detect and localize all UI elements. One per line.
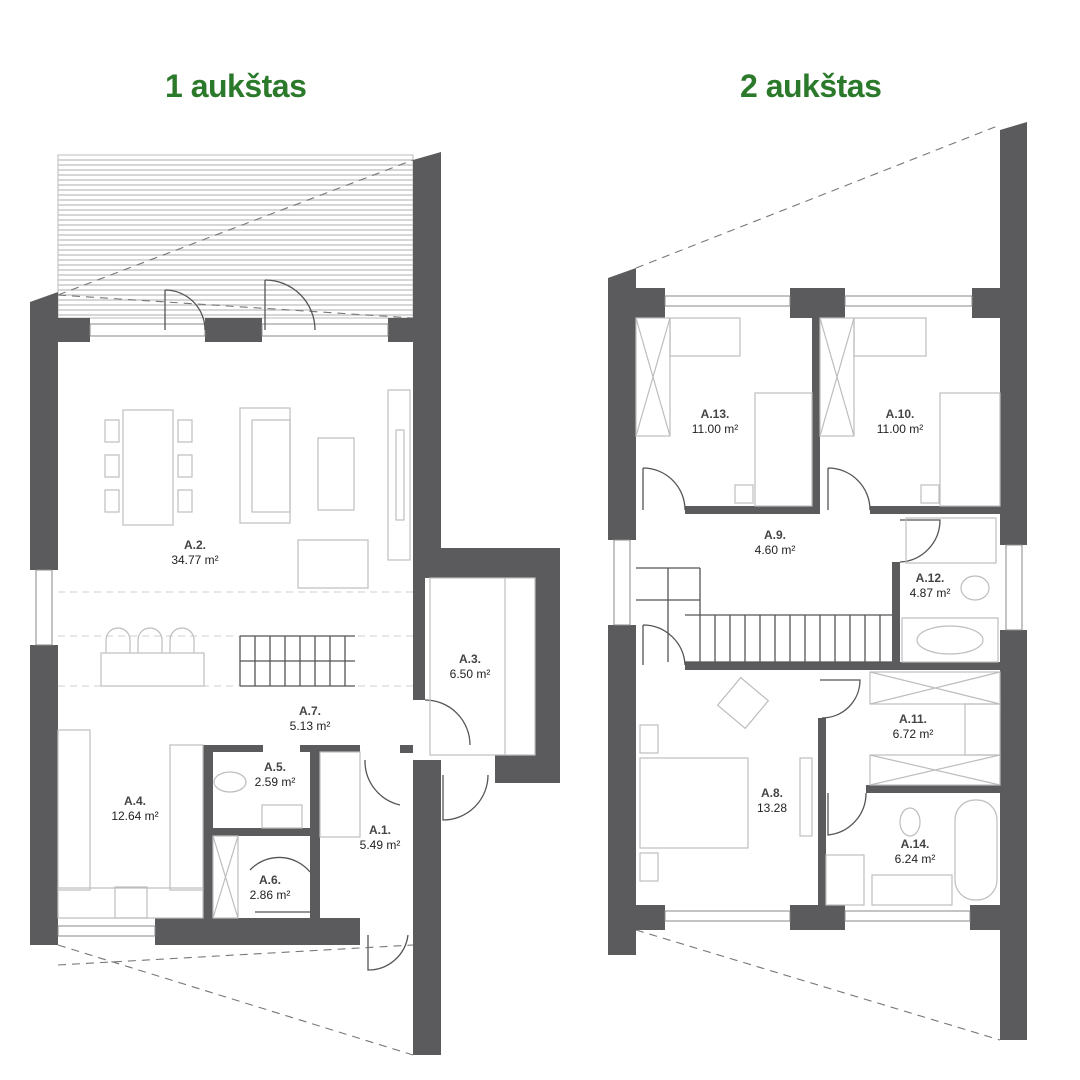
floor-1-plan	[30, 152, 560, 1056]
room-label-A3: A.3.6.50 m²	[450, 652, 491, 681]
wall	[30, 645, 58, 945]
room-label-A9: A.9.4.60 m²	[755, 528, 796, 557]
room-label-A2: A.2.34.77 m²	[171, 538, 218, 567]
floor-2-title: 2 aukštas	[740, 68, 882, 104]
room-label-A4: A.4.12.64 m²	[111, 794, 158, 823]
wall	[30, 292, 58, 570]
room-label-A1: A.1.5.49 m²	[360, 823, 401, 852]
room-label-A6: A.6.2.86 m²	[250, 873, 291, 902]
room-label-A11: A.11.6.72 m²	[893, 712, 934, 741]
wall	[413, 152, 441, 548]
room-labels: A.1.5.49 m² A.2.34.77 m² A.3.6.50 m² A.4…	[111, 407, 950, 902]
floor-2-plan	[608, 122, 1027, 1041]
terrace-deck	[57, 154, 414, 319]
room-label-A5: A.5.2.59 m²	[255, 760, 296, 789]
room-label-A12: A.12.4.87 m²	[910, 571, 951, 600]
furniture	[635, 317, 1001, 906]
room-label-A7: A.7.5.13 m²	[290, 704, 331, 733]
window	[35, 569, 53, 646]
room-label-A14: A.14.6.24 m²	[895, 837, 936, 866]
floor-1-title: 1 aukštas	[165, 68, 307, 104]
room-label-A10: A.10.11.00 m²	[877, 407, 923, 436]
room-label-A13: A.13.11.00 m²	[692, 407, 738, 436]
furniture	[57, 389, 536, 919]
room-label-A8: A.8.13.28	[757, 786, 787, 815]
